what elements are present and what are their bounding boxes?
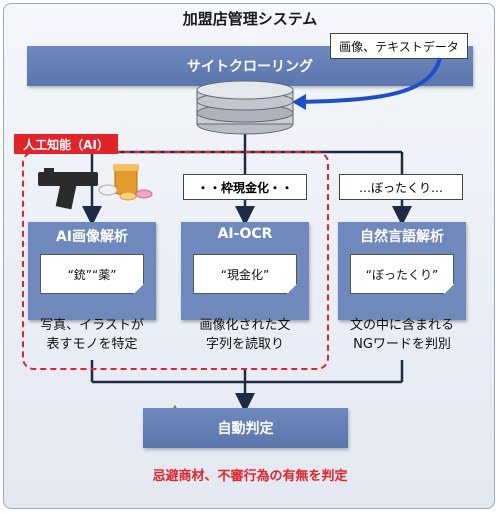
desc-line: NGワードを判別 xyxy=(353,337,451,352)
auto-judge-box: 自動判定 xyxy=(143,408,348,448)
nlp-tag: …ぼったくり… xyxy=(339,174,463,200)
input-data-callout: 画像、テキストデータ xyxy=(330,33,468,59)
ai-label: 人工知能（AI） xyxy=(14,134,118,154)
desc-line: 写真、イラストが xyxy=(40,318,144,333)
module-desc-ocr: 画像化された文 字列を読取り xyxy=(175,316,315,354)
module-ai-ocr: AI-OCR “現金化” xyxy=(181,222,309,320)
input-arrowhead xyxy=(292,94,306,110)
module-example: “銃”“薬” xyxy=(40,254,144,294)
desc-line: 画像化された文 xyxy=(199,318,291,333)
diagram-title: 加盟店管理システム xyxy=(182,10,318,28)
module-example: “現金化” xyxy=(193,254,297,294)
desc-line: 表すモノを特定 xyxy=(46,337,138,352)
module-desc-image: 写真、イラストが 表すモノを特定 xyxy=(22,316,162,354)
module-title: 自然言語解析 xyxy=(360,229,444,245)
desc-line: 文の中に含まれる xyxy=(349,318,454,333)
module-example: “ぼったくり” xyxy=(350,254,454,294)
ocr-tag: ・・枠現金化・・ xyxy=(183,174,307,200)
module-nlp: 自然言語解析 “ぼったくり” xyxy=(338,222,466,320)
database-icon xyxy=(196,80,294,135)
module-image-analysis: AI画像解析 “銃”“薬” xyxy=(28,222,156,320)
module-title: AI-OCR xyxy=(217,226,273,242)
module-desc-nlp: 文の中に含まれる NGワードを判別 xyxy=(332,316,472,354)
input-arrow xyxy=(299,57,442,104)
module-title: AI画像解析 xyxy=(55,229,129,245)
footer-conclusion: 忌避商材、不審行為の有無を判定 xyxy=(152,469,348,484)
pistol-icon xyxy=(38,168,98,210)
ai-frame xyxy=(22,151,329,370)
pills-icon xyxy=(98,164,153,201)
desc-line: 字列を読取り xyxy=(205,337,284,352)
